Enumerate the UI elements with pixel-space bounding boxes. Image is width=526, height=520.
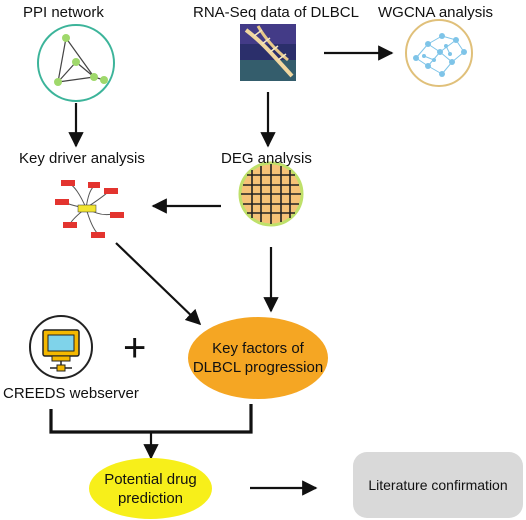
wgcna-label: WGCNA analysis xyxy=(378,4,494,21)
key-driver-label: Key driver analysis xyxy=(19,150,145,167)
drug-prediction-line1: Potential drug xyxy=(104,470,197,488)
drug-prediction-line2: prediction xyxy=(117,489,184,507)
ppi-network-label: PPI network xyxy=(23,4,104,21)
key-factors-line1: Key factors of xyxy=(212,340,304,357)
literature-confirmation-box: Literature confirmation xyxy=(353,452,523,518)
bracket-merge-line xyxy=(49,404,253,434)
key-factors-oval: Key factors of DLBCL progression xyxy=(188,317,328,399)
computer-icon xyxy=(29,315,93,379)
deg-analysis-label: DEG analysis xyxy=(221,150,312,167)
key-driver-network-icon xyxy=(55,180,124,238)
creeds-label: CREEDS webserver xyxy=(3,385,139,402)
key-factors-line2: DLBCL progression xyxy=(192,359,324,376)
arrow-keydriver-to-keyfactors xyxy=(115,242,202,326)
literature-confirmation-label: Literature confirmation xyxy=(368,477,508,493)
deg-grid-icon xyxy=(238,161,304,227)
dna-image-icon xyxy=(240,24,296,81)
rnaseq-label: RNA-Seq data of DLBCL xyxy=(193,4,359,21)
ppi-network-icon xyxy=(37,24,115,102)
drug-prediction-oval: Potential drug prediction xyxy=(89,458,212,519)
wgcna-network-icon xyxy=(405,19,473,87)
plus-sign: + xyxy=(123,326,147,370)
